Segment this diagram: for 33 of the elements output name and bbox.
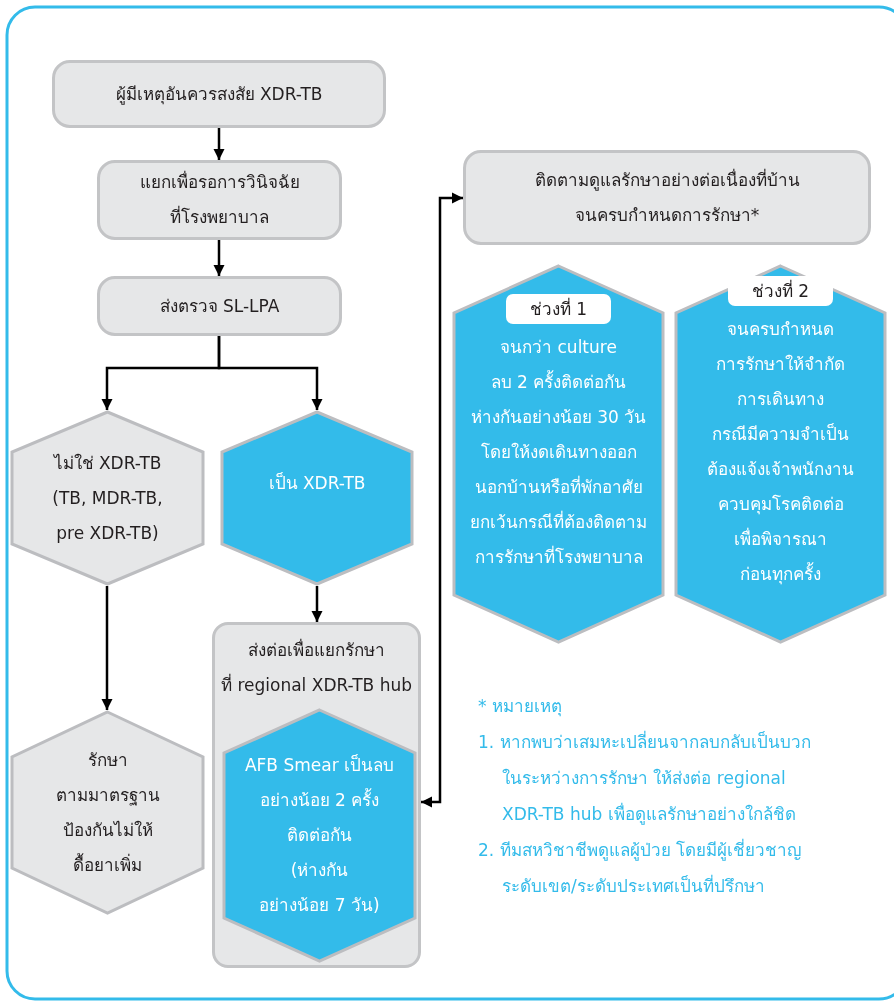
step-text: ส่งตรวจ SL-LPA [159,294,280,318]
step-text: ไม่ใช่ XDR-TB (TB, MDR-TB, pre XDR-TB) [52,451,163,545]
step-text: จนกว่า culture ลบ 2 ครั้งติดต่อกัน ห่างกันอย่างน้อย 30 วัน โดยให้งดเดินทางออก นอกบ้านหรือที่พักอาศัย ยกเว้นกรณีที่ต้องติดตาม การรักษาที่โรงพยาบาล [470,335,647,569]
phase-label: ช่วงที่ 2 [727,276,834,306]
step-text: รักษา ตามมาตรฐาน ป้องกันไม่ให้ ดื้อยาเพิ่ม [55,748,160,877]
hexagon-box [674,264,887,644]
arrow [213,240,225,276]
footnote-text: 2. ทีมสหวิชาชีพดูแลผู้ป่วย โดยมีผู้เชี่ยวชาญ ระดับเขต/ระดับประเทศเป็นที่ปรึกษา [478,837,802,898]
step-text: เป็น XDR-TB [268,471,366,495]
arrow [101,586,113,710]
phase-label: ช่วงที่ 1 [505,293,612,324]
step-text: AFB Smear เป็นลบ อย่างน้อย 2 ครั้ง ติดต่อกัน (ห่างกัน อย่างน้อย 7 วัน) [244,753,395,917]
step-text: ผู้มีเหตุอันควรสงสัย XDR-TB [115,82,323,107]
footnote-text: 1. หากพบว่าเสมหะเปลี่ยนจากลบกลับเป็นบวก ในระหว่างการรักษา ให้ส่งต่อ regional XDR-TB hub เพื่อดูแลรักษาอย่างใกล้ชิด [478,729,811,827]
process-box [97,160,342,240]
hexagon-box [10,710,205,915]
step-text: ติดตามดูแลรักษาอย่างต่อเนื่องที่บ้าน จนครบกำหนดการรักษา* [534,167,800,227]
hexagon-box [222,708,417,963]
arrow [421,192,463,808]
process-box [463,150,871,245]
process-box [97,276,342,336]
group-box [212,622,421,968]
arrow [311,586,323,622]
step-text: ส่งต่อเพื่อแยกรักษา ที่ regional XDR-TB hub [221,637,412,697]
arrow [213,128,225,160]
hexagon-box [220,410,414,586]
arrow [217,336,323,410]
step-text: จนครบกำหนด การรักษาให้จำกัด การเดินทาง กรณีมีความจำเป็น ต้องแจ้งเจ้าพนักงาน ควบคุมโรคติดต่อ เพื่อพิจารณา ก่อนทุกครั้ง [707,318,854,587]
step-text: แยกเพื่อรอการวินิจฉัย ที่โรงพยาบาล [139,169,300,229]
process-box [52,60,386,128]
footnote-text: * หมายเหตุ [478,695,562,719]
hexagon-box [452,264,665,644]
hexagon-box [10,410,205,586]
